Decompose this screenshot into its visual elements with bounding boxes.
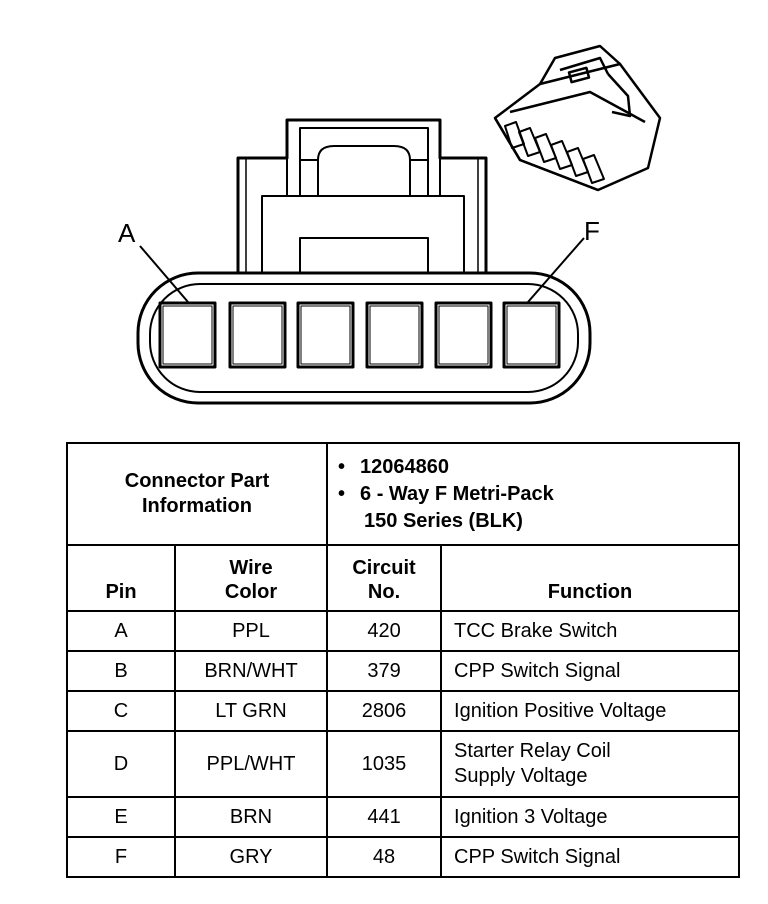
pin-cell: E [66, 796, 176, 838]
header-row: Connector Part Information •12064860 •6 … [65, 442, 741, 546]
circuit-cell: 379 [326, 650, 443, 692]
pin-cavity-f [502, 301, 561, 369]
wire-color-cell: LT GRN [173, 690, 329, 732]
connector-body-outer [136, 271, 592, 405]
table-row: E BRN 441 Ignition 3 Voltage [66, 796, 741, 838]
connector-perspective-view [493, 44, 662, 192]
circuit-cell: 48 [326, 836, 443, 878]
table-row: B BRN/WHT 379 CPP Switch Signal [66, 650, 741, 692]
pin-cavity-b [228, 301, 287, 369]
pin-cell: C [66, 690, 176, 732]
function-cell: CPP Switch Signal [440, 836, 741, 878]
col-pin: Pin [66, 544, 176, 612]
pin-cavity-d [365, 301, 424, 369]
connector-body-inner [149, 283, 579, 393]
wire-color-cell: BRN/WHT [173, 650, 329, 692]
connector-info-details: •12064860 •6 - Way F Metri-Pack 150 Seri… [326, 442, 741, 546]
pin-label-f: F [584, 216, 600, 246]
pin-cavity-c [296, 301, 355, 369]
leader-line-a [139, 245, 189, 303]
wire-color-cell: GRY [173, 836, 329, 878]
wire-color-cell: BRN [173, 796, 329, 838]
pin-cavity-a [158, 301, 217, 369]
col-function: Function [440, 544, 741, 612]
function-cell: TCC Brake Switch [440, 610, 741, 652]
table-row: A PPL 420 TCC Brake Switch [66, 610, 741, 652]
table-row: C LT GRN 2806 Ignition Positive Voltage [66, 690, 741, 732]
function-cell: CPP Switch Signal [440, 650, 741, 692]
part-number-line: •12064860 [338, 455, 449, 478]
pin-cell: F [66, 836, 176, 878]
part-number: 12064860 [360, 455, 449, 478]
connector-info-label: Connector Part Information [65, 442, 329, 546]
description-line2: 150 Series (BLK) [364, 509, 523, 532]
wire-color-cell: PPL/WHT [173, 730, 329, 798]
pin-label-a: A [118, 218, 136, 248]
table-row: F GRY 48 CPP Switch Signal [66, 836, 741, 878]
connector-info-table: Connector Part Information •12064860 •6 … [65, 442, 741, 878]
wire-color-cell: PPL [173, 610, 329, 652]
function-cell: Ignition Positive Voltage [440, 690, 741, 732]
function-cell: Ignition 3 Voltage [440, 796, 741, 838]
latch [299, 127, 429, 196]
circuit-cell: 1035 [326, 730, 443, 798]
pin-cell: D [66, 730, 176, 798]
leader-line-f [527, 237, 585, 303]
description-line1: 6 - Way F Metri-Pack [360, 482, 554, 505]
pin-cell: A [66, 610, 176, 652]
circuit-cell: 441 [326, 796, 443, 838]
circuit-cell: 420 [326, 610, 443, 652]
circuit-cell: 2806 [326, 690, 443, 732]
pin-cell: B [66, 650, 176, 692]
connector-drawing: A F [118, 44, 662, 405]
description-line: •6 - Way F Metri-Pack [338, 482, 554, 505]
pin-cavity-e [434, 301, 493, 369]
